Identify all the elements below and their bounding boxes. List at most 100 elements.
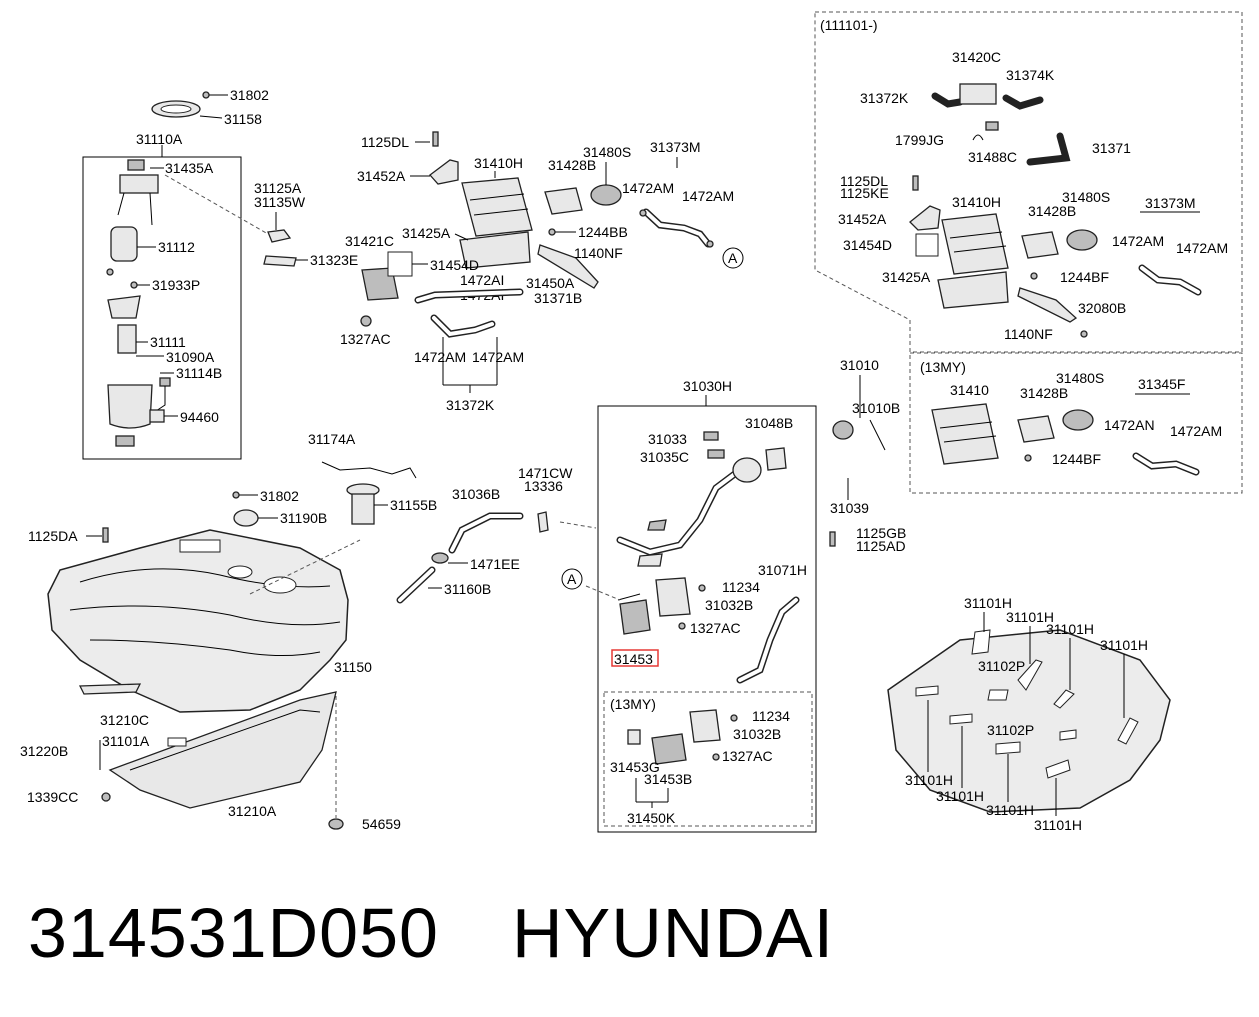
variant-13MY-canister-group: (13MY) 31410 31480S 31428B 31345F 1472AN… [909,352,1243,494]
label-31111: 31111 [150,334,186,350]
label-1125KE: 1125KE [840,185,889,201]
label-31802-top: 31802 [230,87,269,103]
label-1140NF: 1140NF [574,245,623,261]
label-31428B: 31428B [548,157,596,173]
circle-A-center [561,568,583,590]
label-31071H: 31071H [758,562,807,578]
label-c-13MY: (13MY) [610,696,656,712]
label-r-31454D: 31454D [843,237,892,253]
label-m-1244BF: 1244BF [1052,451,1101,467]
part-31453B [651,733,687,765]
canister-31410 [931,403,999,465]
label-31453: 31453 [614,651,653,667]
canister-group-top: 1125DL 31452A 31410H 31425A 31428B 31480… [340,131,744,413]
label-31453B: 31453B [644,771,692,787]
label-31190B: 31190B [280,510,327,526]
label-31010: 31010 [840,357,879,373]
part-number-caption: 314531D050 [28,894,439,972]
label-31421C: 31421C [345,233,394,249]
cover-plate [263,255,297,267]
label-31114B: 31114B [176,365,222,381]
label-31371B: 31371B [534,290,582,306]
label-r-1472AM-a: 1472AM [1112,233,1164,249]
label-31090A: 31090A [166,349,215,365]
label-1472AM-c: 1472AM [414,349,466,365]
label-31450K: 31450K [627,810,676,826]
label-1339CC: 1339CC [27,789,78,805]
label-31488C: 31488C [968,149,1017,165]
label-c-1327AC-b: 1327AC [722,748,773,764]
label-r-1244BF: 1244BF [1060,269,1109,285]
label-r-31372K: 31372K [860,90,909,106]
label-31110A: 31110A [136,131,183,147]
label-1471EE: 1471EE [470,556,520,572]
seal-31048B [765,447,787,471]
fuel-pump-module-group: 31110A 31158 31802 31435A 31112 31933P 3… [82,87,358,460]
label-p-31101H-g: 31101H [986,802,1034,818]
label-13336: 13336 [524,478,563,494]
bracket-31428B [544,187,583,215]
circle-A-top [722,247,744,269]
label-32080B: 32080B [1078,300,1126,316]
label-31033: 31033 [648,431,687,447]
label-p-31101H-f: 31101H [936,788,984,804]
filler-neck-frame [597,405,817,833]
label-1471CW: 1471CW [518,465,573,481]
label-r-31452A: 31452A [838,211,887,227]
clip-part [267,229,292,243]
fuel-cap [832,420,854,440]
label-1472AM-a: 1472AM [622,180,674,196]
label-31453G: 31453G [610,759,660,775]
circle-A-top-label: A [728,250,738,266]
label-31030H: 31030H [683,378,732,394]
label-1327AC-top: 1327AC [340,331,391,347]
label-31371: 31371 [1092,140,1131,156]
label-94460: 94460 [180,409,219,425]
label-111101: (111101-) [820,17,878,33]
label-1472AI-a: 1472AI [460,272,504,288]
variant-111101-group: (111101-) 31420C 31374K 31372K 1799JG 31… [814,11,1243,353]
label-c-11234-b: 11234 [752,708,790,724]
label-31135W: 31135W [254,194,306,210]
label-31036B: 31036B [452,486,500,502]
part-31453G [627,729,641,745]
label-r-1125DL: 1125DL [840,173,888,189]
caption-bar [0,850,1259,1017]
fuel-tank-group: 31174A 31155B 31802 31190B 31036B 1471CW… [20,431,573,832]
label-31323E: 31323E [310,252,358,268]
label-31220B: 31220B [20,743,68,759]
label-31210A: 31210A [228,803,277,819]
fuel-filter [110,226,138,262]
label-31160B: 31160B [444,581,491,597]
label-31410H: 31410H [474,155,523,171]
label-31039: 31039 [830,500,869,516]
label-p-31101H-e: 31101H [905,772,953,788]
valve-31190B [233,509,259,527]
pump-flange [119,174,159,194]
vent-valve-31155B [351,493,375,525]
label-54659: 54659 [362,816,401,832]
fuel-pump [117,324,137,354]
canister-r-31410H [941,213,1009,275]
label-r-31480S: 31480S [1062,189,1110,205]
label-1472AM-b: 1472AM [682,188,734,204]
pad-31454D [387,251,413,277]
label-31420C: 31420C [952,49,1001,65]
label-31150: 31150 [334,659,372,675]
label-31155B: 31155B [390,497,437,513]
brand-caption: HYUNDAI [512,894,835,972]
label-31112: 31112 [158,239,195,255]
label-1125GB: 1125GB [856,525,906,541]
label-31048B: 31048B [745,415,793,431]
valve-31480S [590,184,622,206]
label-m-31428B: 31428B [1020,385,1068,401]
label-1125DL: 1125DL [361,134,409,150]
valve-31420C [959,83,997,105]
label-31010B: 31010B [852,400,900,416]
label-31435A: 31435A [165,160,214,176]
plate-31425A [459,231,531,269]
circle-A-center-label: A [567,571,577,587]
canister-31410H [461,177,533,237]
fuel-tank [47,529,349,713]
label-31374K: 31374K [1006,67,1055,83]
